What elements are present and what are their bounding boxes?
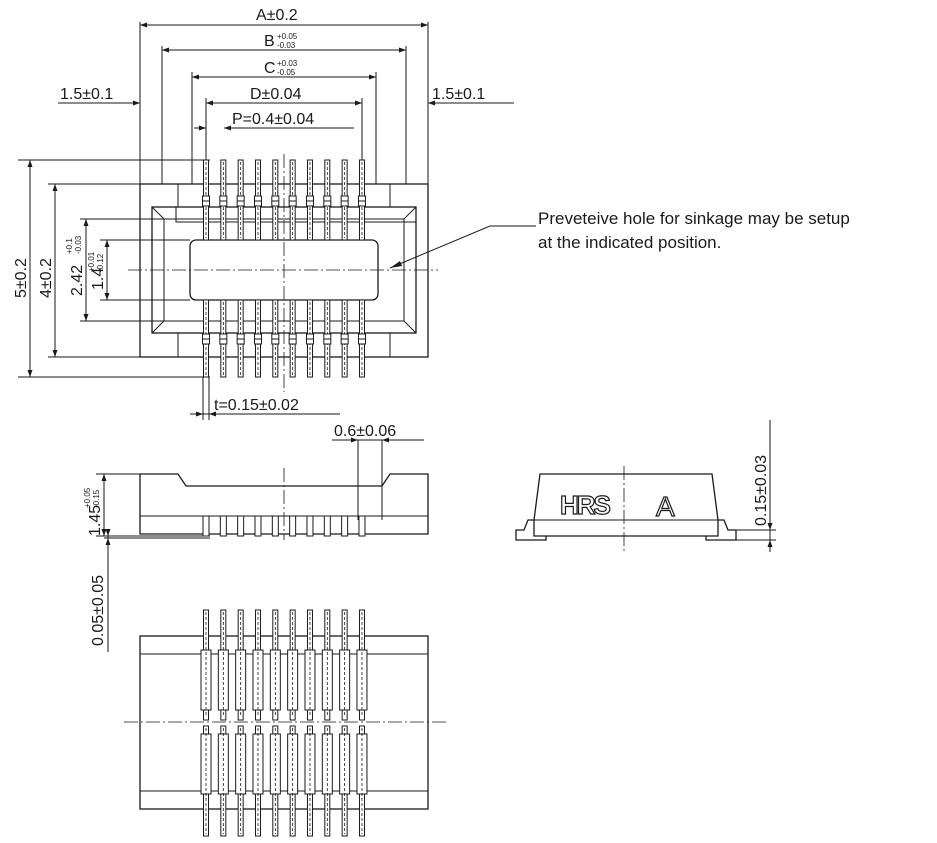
dim-height-5-label: 5±0.2 <box>13 258 30 298</box>
arrowhead <box>52 350 58 357</box>
arrowhead <box>27 160 33 167</box>
arrowhead <box>101 474 107 481</box>
dim-thickness-label: t=0.15±0.02 <box>214 397 299 414</box>
arrowhead <box>767 523 773 530</box>
arrowhead <box>140 22 147 28</box>
dim-height-14-tol-lower: -0.12 <box>96 253 105 272</box>
leader-arrow <box>390 261 402 268</box>
end-view: HRS A <box>515 466 737 552</box>
side-view <box>139 468 429 540</box>
side-lead <box>202 515 210 537</box>
arrowhead <box>105 529 111 536</box>
arrowhead <box>369 74 376 80</box>
dim-height-14-label: 1.4 <box>90 268 107 290</box>
dim-side-height-tol-lower: -0.15 <box>92 489 101 508</box>
arrowhead <box>421 22 428 28</box>
dim-margin-left-label: 1.5±0.1 <box>60 86 113 103</box>
side-view-leads <box>202 515 366 537</box>
dimension-arrowheads <box>27 22 773 547</box>
note-leader <box>389 225 536 269</box>
dim-a-label: A±0.2 <box>256 7 298 24</box>
dim-height-4-label: 4±0.2 <box>38 258 55 298</box>
arrowhead <box>83 219 89 226</box>
dim-height-242-tol-upper: +0.1 <box>65 238 74 254</box>
arrowhead <box>199 125 206 131</box>
side-lead <box>237 515 245 537</box>
arrowhead <box>196 411 203 417</box>
dim-margin-right-label: 1.5±0.1 <box>432 86 485 103</box>
note-line-1: Preveteive hole for sinkage may be setup <box>538 209 850 228</box>
arrowhead <box>104 293 110 300</box>
dim-b-label: B <box>264 33 275 50</box>
dim-standoff-label: 0.05±0.05 <box>90 575 107 646</box>
bottom-view-outline <box>139 635 429 810</box>
dim-b-tol-upper: +0.05 <box>277 32 298 41</box>
dim-c-tol-lower: -0.05 <box>277 68 296 77</box>
side-lead <box>289 515 297 537</box>
arrowhead <box>209 411 216 417</box>
arrowhead <box>224 125 231 131</box>
dim-pitch-label: P=0.4±0.04 <box>232 111 314 128</box>
side-lead <box>358 515 366 537</box>
arrowhead <box>104 240 110 247</box>
dim-b-tol-lower: -0.03 <box>277 41 296 50</box>
side-lead <box>306 515 314 537</box>
dim-d-label: D±0.04 <box>250 86 302 103</box>
chamfer-line <box>151 320 165 334</box>
side-view-outline <box>139 473 429 535</box>
side-lead <box>254 515 262 537</box>
dim-side-height-label: 1.45 <box>87 505 104 536</box>
arrowhead <box>382 437 389 443</box>
arrowhead <box>351 437 358 443</box>
marking-letter: A <box>656 491 675 522</box>
dim-c-tol-upper: +0.03 <box>277 59 298 68</box>
dim-height-242-label: 2.42 <box>69 265 86 296</box>
arrowhead <box>767 540 773 547</box>
arrowhead <box>206 100 213 106</box>
bottom-view-contacts <box>200 609 368 837</box>
note-line-2: at the indicated position. <box>538 233 721 252</box>
top-view <box>128 154 438 392</box>
bottom-view <box>124 609 448 837</box>
arrowhead <box>162 47 169 53</box>
chamfer-line <box>151 206 165 220</box>
arrowhead <box>101 529 107 536</box>
dimension-lines <box>18 22 776 652</box>
dimension-labels: A±0.2 B +0.05 -0.03 C +0.03 -0.05 D±0.04… <box>13 7 850 646</box>
chamfer-line <box>403 206 417 220</box>
hrs-logo: HRS <box>560 490 611 520</box>
arrowhead <box>83 314 89 321</box>
dim-c-label: C <box>264 60 276 77</box>
end-lead-right <box>705 519 737 541</box>
side-lead <box>271 515 279 537</box>
arrowhead <box>428 100 435 106</box>
arrowhead <box>105 538 111 545</box>
end-lead-left <box>515 519 547 541</box>
dim-height-242-tol-lower: -0.03 <box>74 235 83 254</box>
arrowhead <box>355 100 362 106</box>
arrowhead <box>192 74 199 80</box>
dim-end-lead-label: 0.15±0.03 <box>753 455 770 526</box>
top-view-contacts <box>202 159 366 378</box>
dim-side-height-tol-upper: +0.05 <box>83 487 92 508</box>
side-lead <box>341 515 349 537</box>
dim-height-14-tol-upper: +0.01 <box>87 251 96 272</box>
arrowhead <box>27 370 33 377</box>
chamfer-line <box>403 320 417 334</box>
side-lead <box>219 515 227 537</box>
arrowhead <box>52 184 58 191</box>
arrowhead <box>133 100 140 106</box>
dim-contact-width-label: 0.6±0.06 <box>334 423 396 440</box>
arrowhead <box>399 47 406 53</box>
side-lead <box>323 515 331 537</box>
